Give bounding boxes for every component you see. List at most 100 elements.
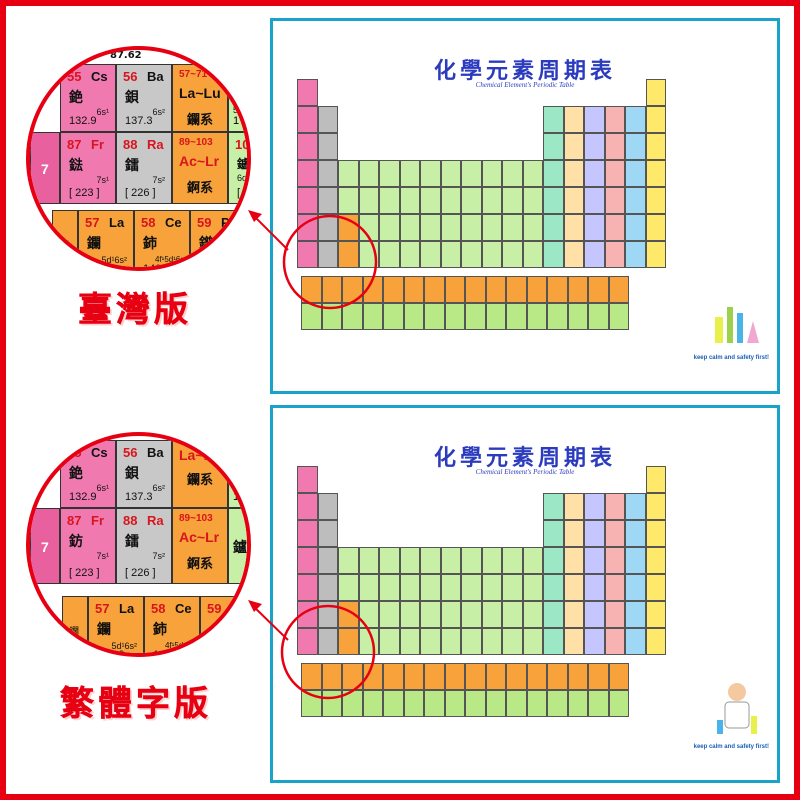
series-cell [301, 690, 322, 717]
table-cell [604, 628, 625, 655]
series-cell [321, 690, 342, 717]
table-cell [420, 214, 441, 241]
table-cell [502, 187, 523, 214]
element-ba: 56 Ba 鋇 6s² 137.3 [116, 440, 172, 508]
table-cell [625, 628, 646, 655]
table-cell [317, 493, 338, 520]
table-cell [399, 628, 420, 655]
table-cell [543, 133, 564, 160]
table-cell [297, 466, 318, 493]
table-cell [399, 187, 420, 214]
table-cell [625, 133, 646, 160]
table-cell [543, 520, 564, 547]
series-cell [424, 663, 445, 690]
series-cell [567, 276, 588, 303]
magnifier-traditional: 55 Cs 銫 6s¹ 132.9 56 Ba 鋇 6s² 137.3 La~L… [26, 432, 251, 657]
table-cell [502, 574, 523, 601]
table-cell [645, 574, 666, 601]
table-cell [543, 106, 564, 133]
series-cell [383, 663, 404, 690]
series-cell [485, 663, 506, 690]
table-cell [399, 601, 420, 628]
table-cell [481, 601, 502, 628]
table-cell [522, 601, 543, 628]
element-la: 57 La 鑭 5d¹6s² 138.9 [88, 596, 144, 653]
table-cell [440, 187, 461, 214]
table-cell [625, 547, 646, 574]
series-cell [588, 276, 609, 303]
element-la-lu: 57~71 La~Lu 鑭系 [172, 64, 228, 132]
series-cell [444, 303, 465, 330]
table-cell [604, 187, 625, 214]
table-cell [420, 547, 441, 574]
table-cell [584, 187, 605, 214]
series-cell [362, 303, 383, 330]
table-cell [317, 133, 338, 160]
table-cell [420, 601, 441, 628]
taiwan-version-label: 臺灣版 [78, 290, 192, 331]
table-cell [604, 106, 625, 133]
series-cell [342, 663, 363, 690]
series-cell [547, 276, 568, 303]
table-cell [645, 133, 666, 160]
table-cell [543, 547, 564, 574]
series-cell [588, 690, 609, 717]
table-cell [297, 106, 318, 133]
series-cell [526, 663, 547, 690]
table-cell [645, 628, 666, 655]
series-cell [547, 303, 568, 330]
series-cell [403, 690, 424, 717]
table-cell [297, 493, 318, 520]
element-partial: 5d 178.9 [228, 64, 247, 132]
table-cell [461, 628, 482, 655]
table-cell [645, 466, 666, 493]
table-cell [399, 214, 420, 241]
table-cell [358, 241, 379, 268]
table-cell [358, 547, 379, 574]
table-cell [502, 241, 523, 268]
table-cell [358, 628, 379, 655]
series-cell [424, 690, 445, 717]
series-cell [526, 303, 547, 330]
series-cell [485, 690, 506, 717]
table-cell [317, 187, 338, 214]
table-cell [563, 241, 584, 268]
table-cell [338, 547, 359, 574]
poster-title: 化學元素周期表 [433, 445, 616, 471]
table-cell [297, 214, 318, 241]
table-cell [563, 214, 584, 241]
series-cell [567, 663, 588, 690]
table-cell [317, 160, 338, 187]
table-cell [440, 574, 461, 601]
table-cell [399, 241, 420, 268]
table-cell [502, 628, 523, 655]
series-cell [301, 303, 322, 330]
series-label-cell: 鑭 [62, 596, 88, 653]
series-cell [526, 690, 547, 717]
table-cell [563, 520, 584, 547]
poster-title: 化學元素周期表 [433, 58, 616, 84]
table-cell [584, 520, 605, 547]
lab-glassware-icon [715, 307, 759, 343]
series-cell [362, 663, 383, 690]
table-cell [379, 187, 400, 214]
table-cell [317, 106, 338, 133]
element-ba: 56 Ba 鋇 6s² 137.3 [116, 64, 172, 132]
table-cell [563, 133, 584, 160]
table-cell [420, 160, 441, 187]
table-cell [543, 493, 564, 520]
element-cs: 55 Cs 銫 6s¹ 132.9 [60, 64, 116, 132]
series-cell [465, 276, 486, 303]
period-7-cell: 7 [30, 508, 60, 584]
table-cell [625, 106, 646, 133]
table-cell [461, 241, 482, 268]
series-cell [383, 276, 404, 303]
table-cell [481, 241, 502, 268]
series-cell [608, 690, 629, 717]
table-cell [543, 601, 564, 628]
series-cell [526, 276, 547, 303]
element-la-lu: La~Lu 鑭系 [172, 440, 228, 508]
table-cell [543, 160, 564, 187]
table-cell [317, 574, 338, 601]
table-cell [563, 547, 584, 574]
